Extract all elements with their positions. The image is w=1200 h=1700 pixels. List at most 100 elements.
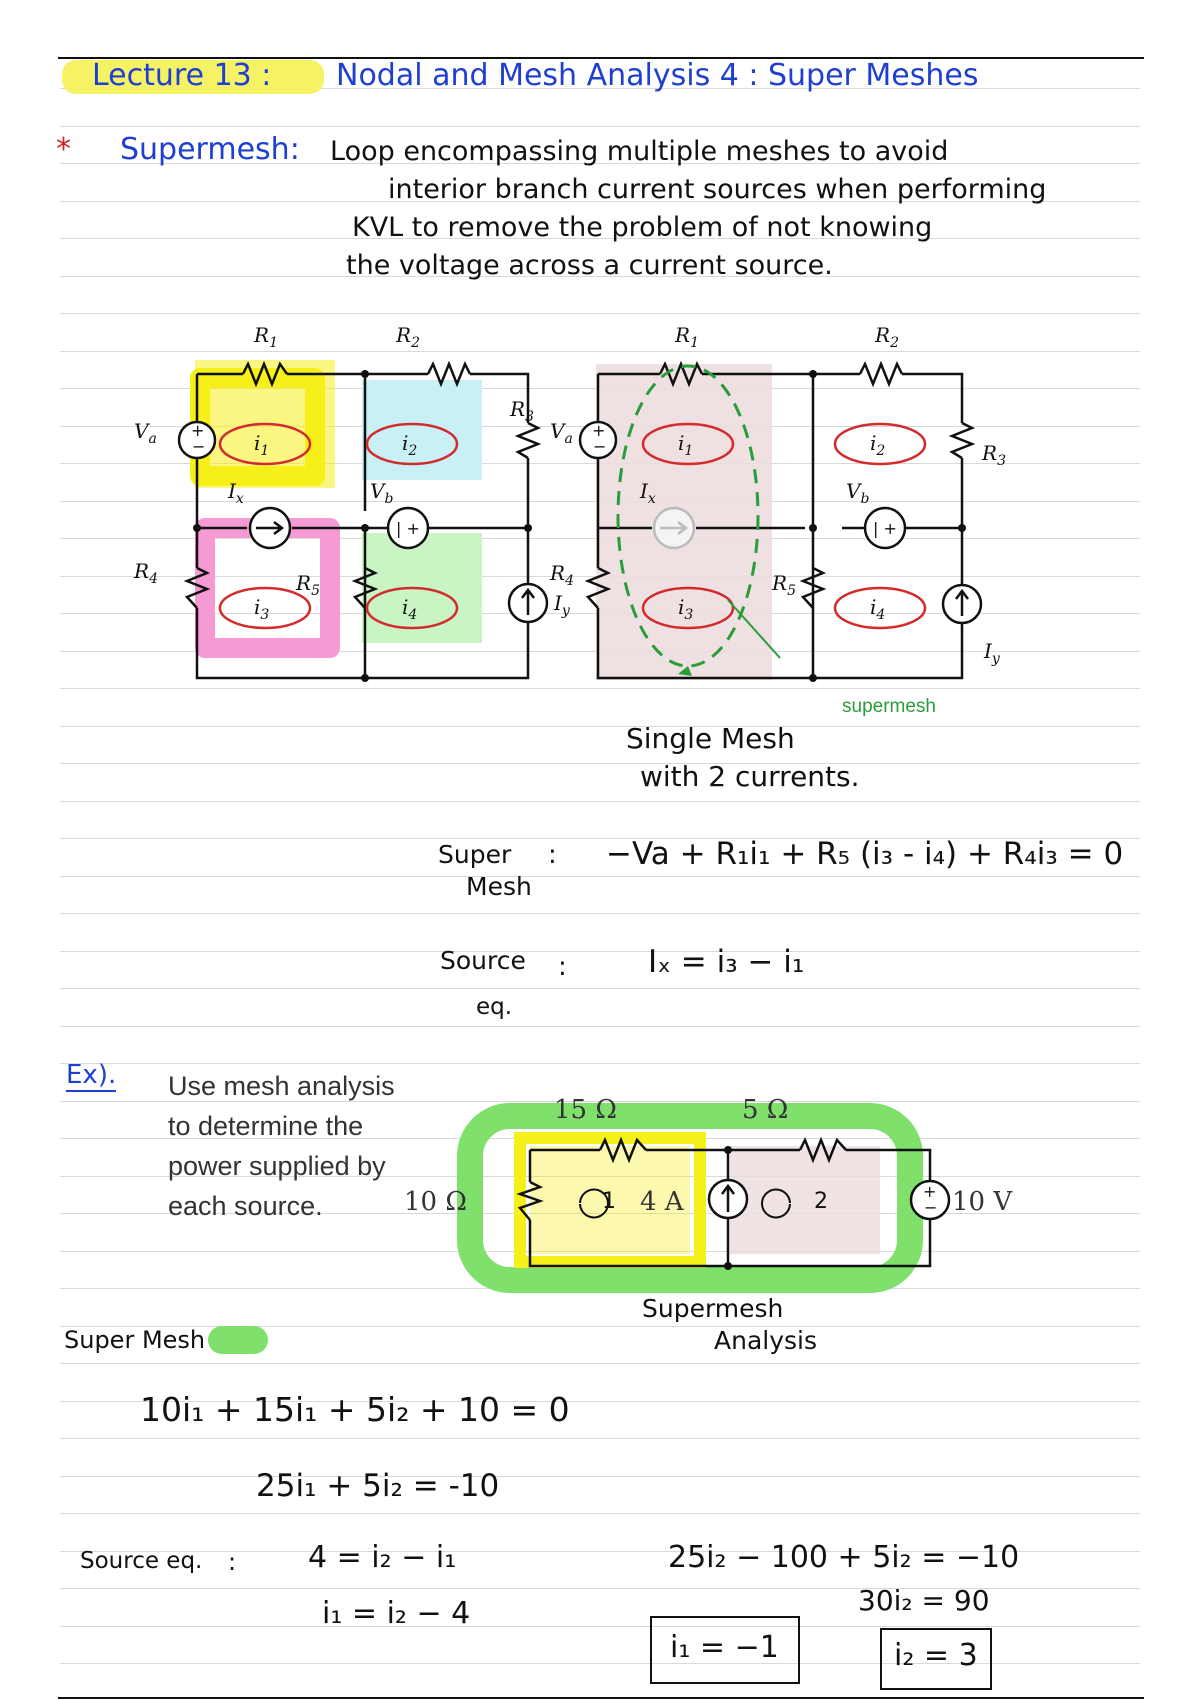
svg-text:+: + <box>592 421 605 440</box>
i4-loop <box>365 586 459 630</box>
svg-text:i3: i3 <box>254 595 269 623</box>
vb-label-b: V <box>846 479 863 503</box>
source-eq-2: i₁ = i₂ − 4 <box>322 1596 471 1631</box>
vb-source <box>386 506 430 550</box>
ruled-line <box>60 313 1140 314</box>
i4-sub-b: 4 <box>875 607 885 623</box>
answer-i2: i₂ = 3 <box>894 1638 978 1673</box>
bottom-rule <box>58 1697 1144 1699</box>
vb-sub-b: b <box>860 491 869 507</box>
svg-text:R3: R3 <box>981 441 1006 469</box>
ruled-line <box>60 201 1140 202</box>
svg-text:i4: i4 <box>870 595 885 623</box>
r10-resistor <box>516 1180 544 1221</box>
i1-loop <box>218 422 312 466</box>
r2-resistor <box>426 360 472 388</box>
fig-note-line-2: with 2 currents. <box>640 760 860 793</box>
source-colon: : <box>228 1548 237 1576</box>
svg-text:R4: R4 <box>549 561 574 589</box>
r5-label-ex: 5 Ω <box>742 1095 788 1125</box>
ruled-line <box>60 1551 1140 1552</box>
svg-text:R1: R1 <box>253 323 278 351</box>
supermesh-figure: +− | + +− | + <box>133 318 1060 728</box>
r2-sub-b: 2 <box>889 335 899 351</box>
svg-text:Vb: Vb <box>846 479 869 507</box>
svg-text:R2: R2 <box>395 323 420 351</box>
r2-resistor-b <box>858 360 904 388</box>
example-label: Ex). <box>66 1060 117 1092</box>
r1-resistor-b <box>658 360 704 388</box>
svg-text:−: − <box>924 1198 937 1217</box>
ix-label: I <box>227 479 237 503</box>
svg-text:R5: R5 <box>295 571 320 599</box>
ruled-line <box>60 1176 1140 1177</box>
kvl-equation-1: 10i₁ + 15i₁ + 5i₂ + 10 = 0 <box>140 1390 570 1429</box>
ruled-line <box>60 726 1140 727</box>
ruled-line <box>60 1476 1140 1477</box>
voltage-source-label: 10 V <box>952 1187 1013 1217</box>
svg-text:Va: Va <box>550 419 573 447</box>
ruled-line <box>60 1663 1140 1664</box>
svg-text:Iy: Iy <box>553 591 571 619</box>
r2-sub: 2 <box>410 335 420 351</box>
ruled-line <box>60 163 1140 164</box>
iy-label-b: I <box>983 639 993 663</box>
svg-text:R3: R3 <box>509 397 534 425</box>
ruled-line <box>60 838 1140 839</box>
i2-loop-b <box>833 422 927 466</box>
r4-label: R <box>133 559 149 583</box>
i2-label-b: i <box>870 431 876 455</box>
ix-label-b: I <box>639 479 649 503</box>
va-source-b <box>578 420 618 460</box>
svg-text:i2: i2 <box>870 431 885 459</box>
voltage-source-10v <box>909 1179 951 1221</box>
svg-text:i1: i1 <box>254 431 269 459</box>
svg-text:| +: | + <box>396 519 420 538</box>
supermesh-color-swatch <box>208 1326 268 1354</box>
r10-label: 10 Ω <box>404 1187 467 1217</box>
r5-resistor-ex <box>798 1136 847 1164</box>
i3-loop <box>218 586 312 630</box>
definition-term: Supermesh: <box>120 132 300 167</box>
va-label-b: V <box>550 419 567 443</box>
source-eq-label-1: Source <box>440 946 526 975</box>
ruled-line <box>60 1401 1140 1402</box>
ruled-line <box>60 988 1140 989</box>
source-equation: Iₓ = i₃ − i₁ <box>648 944 805 980</box>
i4-label: i <box>402 595 408 619</box>
problem-line-1: Use mesh analysis <box>168 1071 395 1101</box>
source-eq-colon: : <box>558 952 567 982</box>
star-bullet: * <box>56 132 71 167</box>
r1-sub-b: 1 <box>690 335 699 351</box>
right-circuit: +− | + <box>578 360 983 682</box>
i1-label: i <box>254 431 260 455</box>
i2-loop <box>365 422 459 466</box>
i1-label-b: i <box>678 431 684 455</box>
svg-text:i1: i1 <box>678 431 693 459</box>
ruled-line <box>60 88 1140 89</box>
problem-line-2: to determine the <box>168 1111 364 1141</box>
ruled-line <box>60 276 1140 277</box>
answer-i1: i₁ = −1 <box>670 1630 779 1665</box>
title-highlight <box>62 60 324 94</box>
ruled-line <box>60 1363 1140 1364</box>
ruled-line <box>60 1326 1140 1327</box>
ruled-line <box>60 913 1140 914</box>
i2-sub: 2 <box>407 443 417 459</box>
iy-label: I <box>553 591 563 615</box>
r5-label: R <box>295 571 311 595</box>
ruled-line <box>60 688 1140 689</box>
r15-label: 15 Ω <box>554 1095 617 1125</box>
mesh1-fill-ex <box>530 1146 690 1254</box>
super-eq-colon: : <box>548 840 557 870</box>
mesh2-number: 2 <box>814 1189 828 1214</box>
definition-line-2: interior branch current sources when per… <box>388 174 1047 205</box>
left-circuit: +− | + <box>177 360 549 682</box>
page-title: Nodal and Mesh Analysis 4 : Super Meshes <box>336 58 979 93</box>
r4-resistor-b <box>584 566 612 609</box>
va-sub-b: a <box>564 431 572 447</box>
r1-label-b: R <box>674 323 690 347</box>
svg-text:Va: Va <box>134 419 157 447</box>
ix-sub-b: x <box>648 491 656 507</box>
